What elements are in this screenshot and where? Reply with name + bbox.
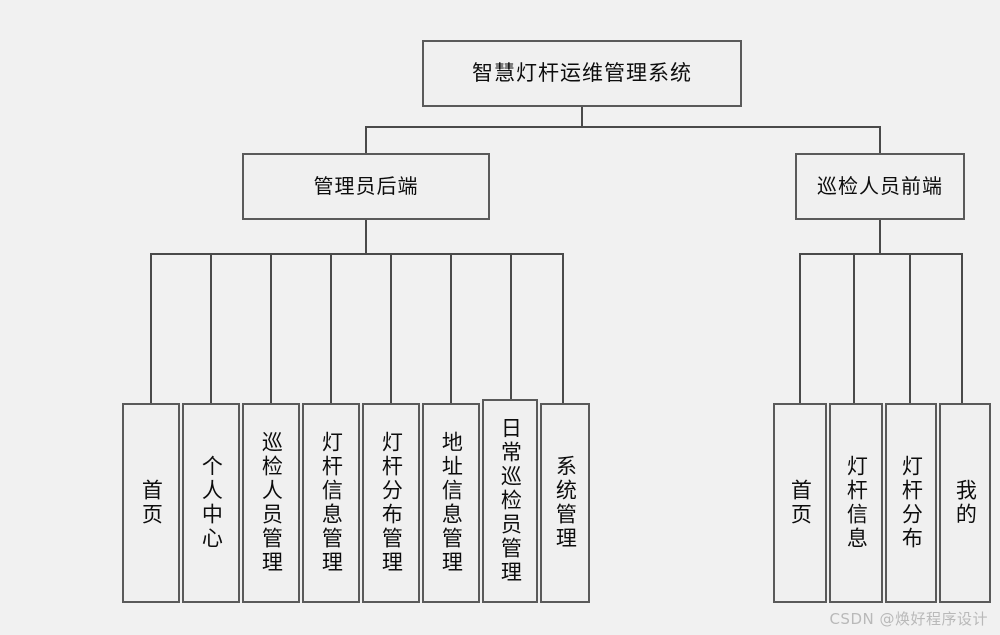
- csdn-watermark: CSDN @焕好程序设计: [829, 610, 988, 628]
- node-leaf-client-pole-distribution: 灯杆分布: [885, 403, 937, 603]
- connector-root-stem: [581, 107, 583, 127]
- connector-client-drop-4: [961, 253, 963, 404]
- node-leaf-admin-personal-center: 个人中心: [182, 403, 240, 603]
- connector-client-drop-1: [799, 253, 801, 404]
- node-leaf-admin-system-management: 系统管理: [540, 403, 590, 603]
- node-leaf-admin-daily-inspector-management: 日常巡检员管理: [482, 399, 538, 603]
- connector-admin-drop-5: [390, 253, 392, 404]
- node-leaf-admin-inspector-management: 巡检人员管理: [242, 403, 300, 603]
- node-leaf-admin-home: 首页: [122, 403, 180, 603]
- connector-drop-client: [879, 126, 881, 154]
- node-root-system: 智慧灯杆运维管理系统: [422, 40, 742, 107]
- node-leaf-client-pole-info: 灯杆信息: [829, 403, 883, 603]
- node-leaf-admin-pole-distribution-management: 灯杆分布管理: [362, 403, 420, 603]
- node-leaf-admin-address-info-management: 地址信息管理: [422, 403, 480, 603]
- node-leaf-admin-pole-info-management: 灯杆信息管理: [302, 403, 360, 603]
- connector-admin-drop-6: [450, 253, 452, 404]
- connector-admin-stem: [365, 220, 367, 254]
- connector-admin-drop-7: [510, 253, 512, 400]
- connector-client-drop-3: [909, 253, 911, 404]
- connector-client-drop-2: [853, 253, 855, 404]
- connector-drop-admin: [365, 126, 367, 154]
- node-branch-admin-backend: 管理员后端: [242, 153, 490, 220]
- connector-admin-drop-3: [270, 253, 272, 404]
- connector-admin-drop-2: [210, 253, 212, 404]
- node-leaf-client-home: 首页: [773, 403, 827, 603]
- connector-client-stem: [879, 220, 881, 254]
- connector-admin-bus: [150, 253, 562, 255]
- connector-admin-drop-8: [562, 253, 564, 404]
- connector-admin-drop-4: [330, 253, 332, 404]
- connector-client-bus: [799, 253, 963, 255]
- node-leaf-client-mine: 我的: [939, 403, 991, 603]
- node-branch-inspector-frontend: 巡检人员前端: [795, 153, 965, 220]
- connector-admin-drop-1: [150, 253, 152, 404]
- connector-level1-bus: [365, 126, 881, 128]
